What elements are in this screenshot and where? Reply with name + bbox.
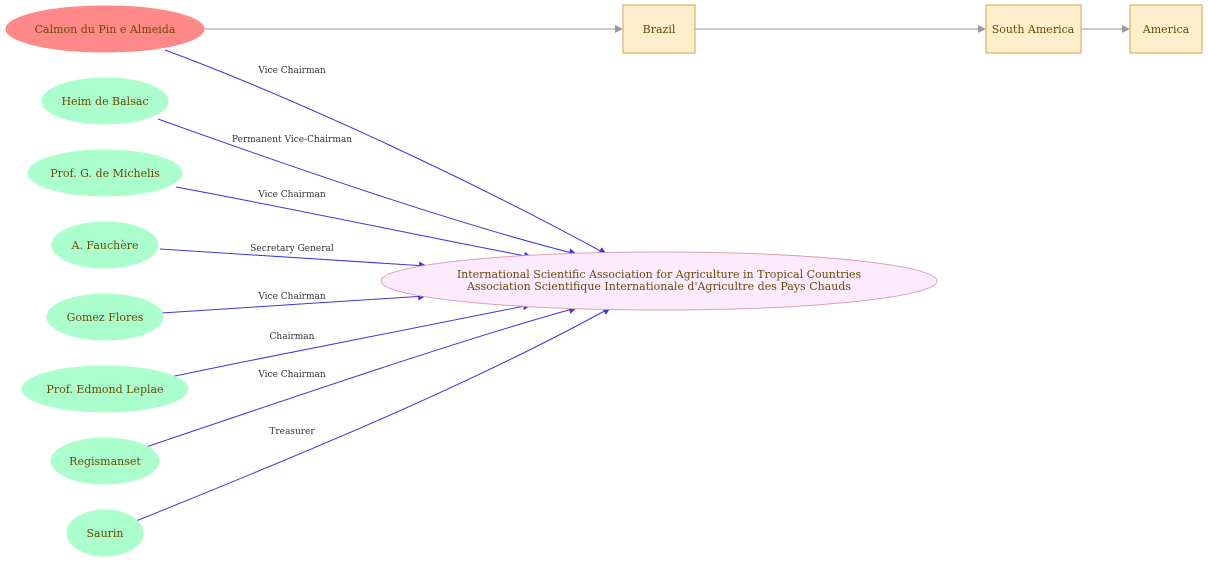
person-label-calmon: Calmon du Pin e Almeida xyxy=(35,23,176,36)
place-label-south-america: South America xyxy=(992,23,1075,36)
edge-leplae-org xyxy=(169,302,531,378)
role-label-michelis: Vice Chairman xyxy=(257,190,326,200)
person-label-leplae: Prof. Edmond Leplae xyxy=(46,383,163,396)
person-label-michelis: Prof. G. de Michelis xyxy=(50,167,160,180)
place-node-america[interactable]: America xyxy=(1129,4,1203,54)
role-label-leplae: Chairman xyxy=(270,332,315,342)
person-label-heim: Heim de Balsac xyxy=(61,95,148,108)
person-label-gomez: Gomez Flores xyxy=(67,311,144,324)
person-node-gomez[interactable]: Gomez Flores xyxy=(46,293,164,341)
person-node-leplae[interactable]: Prof. Edmond Leplae xyxy=(21,365,189,413)
role-label-gomez: Vice Chairman xyxy=(257,292,326,302)
person-node-saurin[interactable]: Saurin xyxy=(66,509,144,557)
edge-michelis-org xyxy=(175,186,532,260)
person-label-saurin: Saurin xyxy=(86,527,123,540)
person-node-heim[interactable]: Heim de Balsac xyxy=(41,77,169,125)
place-node-south-america[interactable]: South America xyxy=(985,4,1082,54)
organization-name-french: Association Scientifique Internationale … xyxy=(466,280,851,293)
place-label-brazil: Brazil xyxy=(643,23,676,36)
role-label-fauchere: Secretary General xyxy=(250,244,334,254)
role-label-calmon: Vice Chairman xyxy=(257,66,326,76)
edge-saurin-org xyxy=(135,307,611,522)
edge-fauchere-org xyxy=(159,248,427,270)
role-label-heim: Permanent Vice-Chairman xyxy=(232,135,352,145)
place-label-america: America xyxy=(1142,23,1190,36)
person-node-calmon[interactable]: Calmon du Pin e Almeida xyxy=(5,5,205,53)
role-label-saurin: Treasurer xyxy=(269,427,315,437)
person-label-fauchere: A. Fauchère xyxy=(71,239,139,252)
role-label-regismanset: Vice Chairman xyxy=(257,370,326,380)
edge-regismanset-org xyxy=(145,306,577,448)
edge-gomez-org xyxy=(160,292,426,314)
organization-node[interactable]: International Scientific Association for… xyxy=(380,251,938,311)
organization-name-english: International Scientific Association for… xyxy=(457,268,862,281)
person-label-regismanset: Regismanset xyxy=(69,455,141,468)
edge-calmon-org xyxy=(164,49,607,255)
place-node-brazil[interactable]: Brazil xyxy=(622,4,696,54)
person-node-fauchere[interactable]: A. Fauchère xyxy=(51,221,159,269)
person-node-michelis[interactable]: Prof. G. de Michelis xyxy=(27,149,183,197)
edge-heim-org xyxy=(157,118,577,257)
edge-labels: Vice Chairman Permanent Vice-Chairman Vi… xyxy=(232,66,352,437)
person-node-regismanset[interactable]: Regismanset xyxy=(50,437,160,485)
